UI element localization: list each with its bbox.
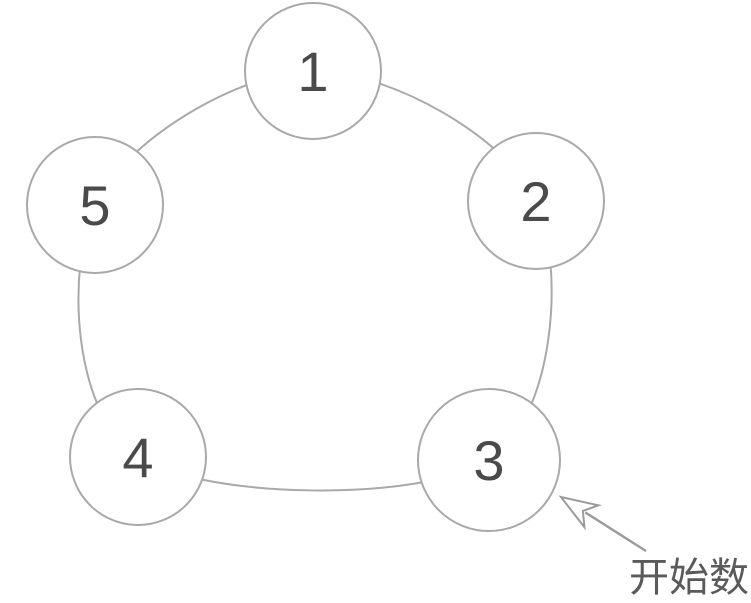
node-number: 5	[79, 174, 110, 237]
node-circle	[244, 2, 382, 140]
node-4: 4	[69, 388, 207, 526]
node-circle	[467, 132, 605, 270]
node-number: 3	[473, 429, 504, 492]
node-circle	[417, 388, 561, 532]
node-circle	[69, 388, 207, 526]
node-number: 4	[122, 426, 153, 489]
nodes-group: 1 2 3 4 5	[26, 2, 605, 532]
node-number: 1	[297, 40, 328, 103]
arrow-head-icon	[558, 495, 602, 531]
start-arrow	[558, 495, 647, 553]
arrow-shaft-line	[584, 511, 647, 553]
start-count-label: 开始数	[629, 556, 749, 600]
node-circle	[26, 136, 164, 274]
node-1: 1	[244, 2, 382, 140]
node-3: 3	[417, 388, 561, 532]
node-5: 5	[26, 136, 164, 274]
node-2: 2	[467, 132, 605, 270]
node-number: 2	[520, 170, 551, 233]
